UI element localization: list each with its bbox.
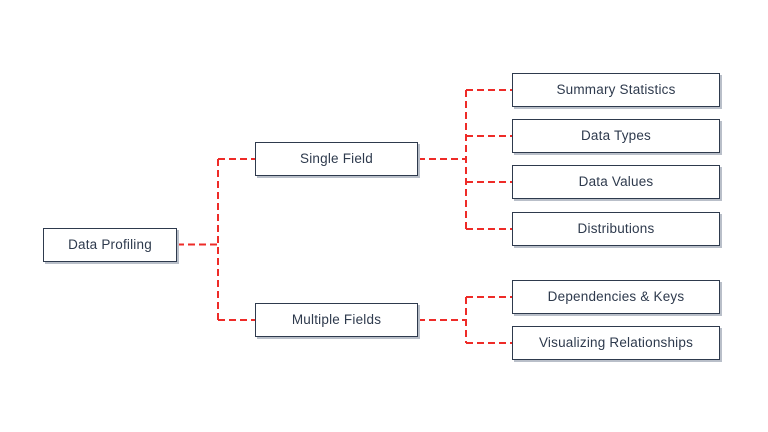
node-label-distributions: Distributions [577, 221, 655, 237]
node-visualizing-relationships[interactable]: Visualizing Relationships [512, 326, 720, 360]
node-label-data-values: Data Values [578, 174, 654, 190]
node-single-field[interactable]: Single Field [255, 142, 418, 176]
node-label-single-field: Single Field [300, 151, 373, 167]
node-data-types[interactable]: Data Types [512, 119, 720, 153]
node-label-data-profiling: Data Profiling [68, 237, 152, 253]
node-dependencies-keys[interactable]: Dependencies & Keys [512, 280, 720, 314]
node-data-values[interactable]: Data Values [512, 165, 720, 199]
node-label-multiple-fields: Multiple Fields [291, 312, 382, 328]
node-multiple-fields[interactable]: Multiple Fields [255, 303, 418, 337]
node-summary-statistics[interactable]: Summary Statistics [512, 73, 720, 107]
node-label-dependencies-keys: Dependencies & Keys [547, 289, 685, 305]
node-data-profiling[interactable]: Data Profiling [43, 228, 177, 262]
node-label-visualizing-relationships: Visualizing Relationships [538, 335, 694, 351]
node-label-data-types: Data Types [580, 128, 652, 144]
node-distributions[interactable]: Distributions [512, 212, 720, 246]
node-label-summary-statistics: Summary Statistics [556, 82, 676, 98]
